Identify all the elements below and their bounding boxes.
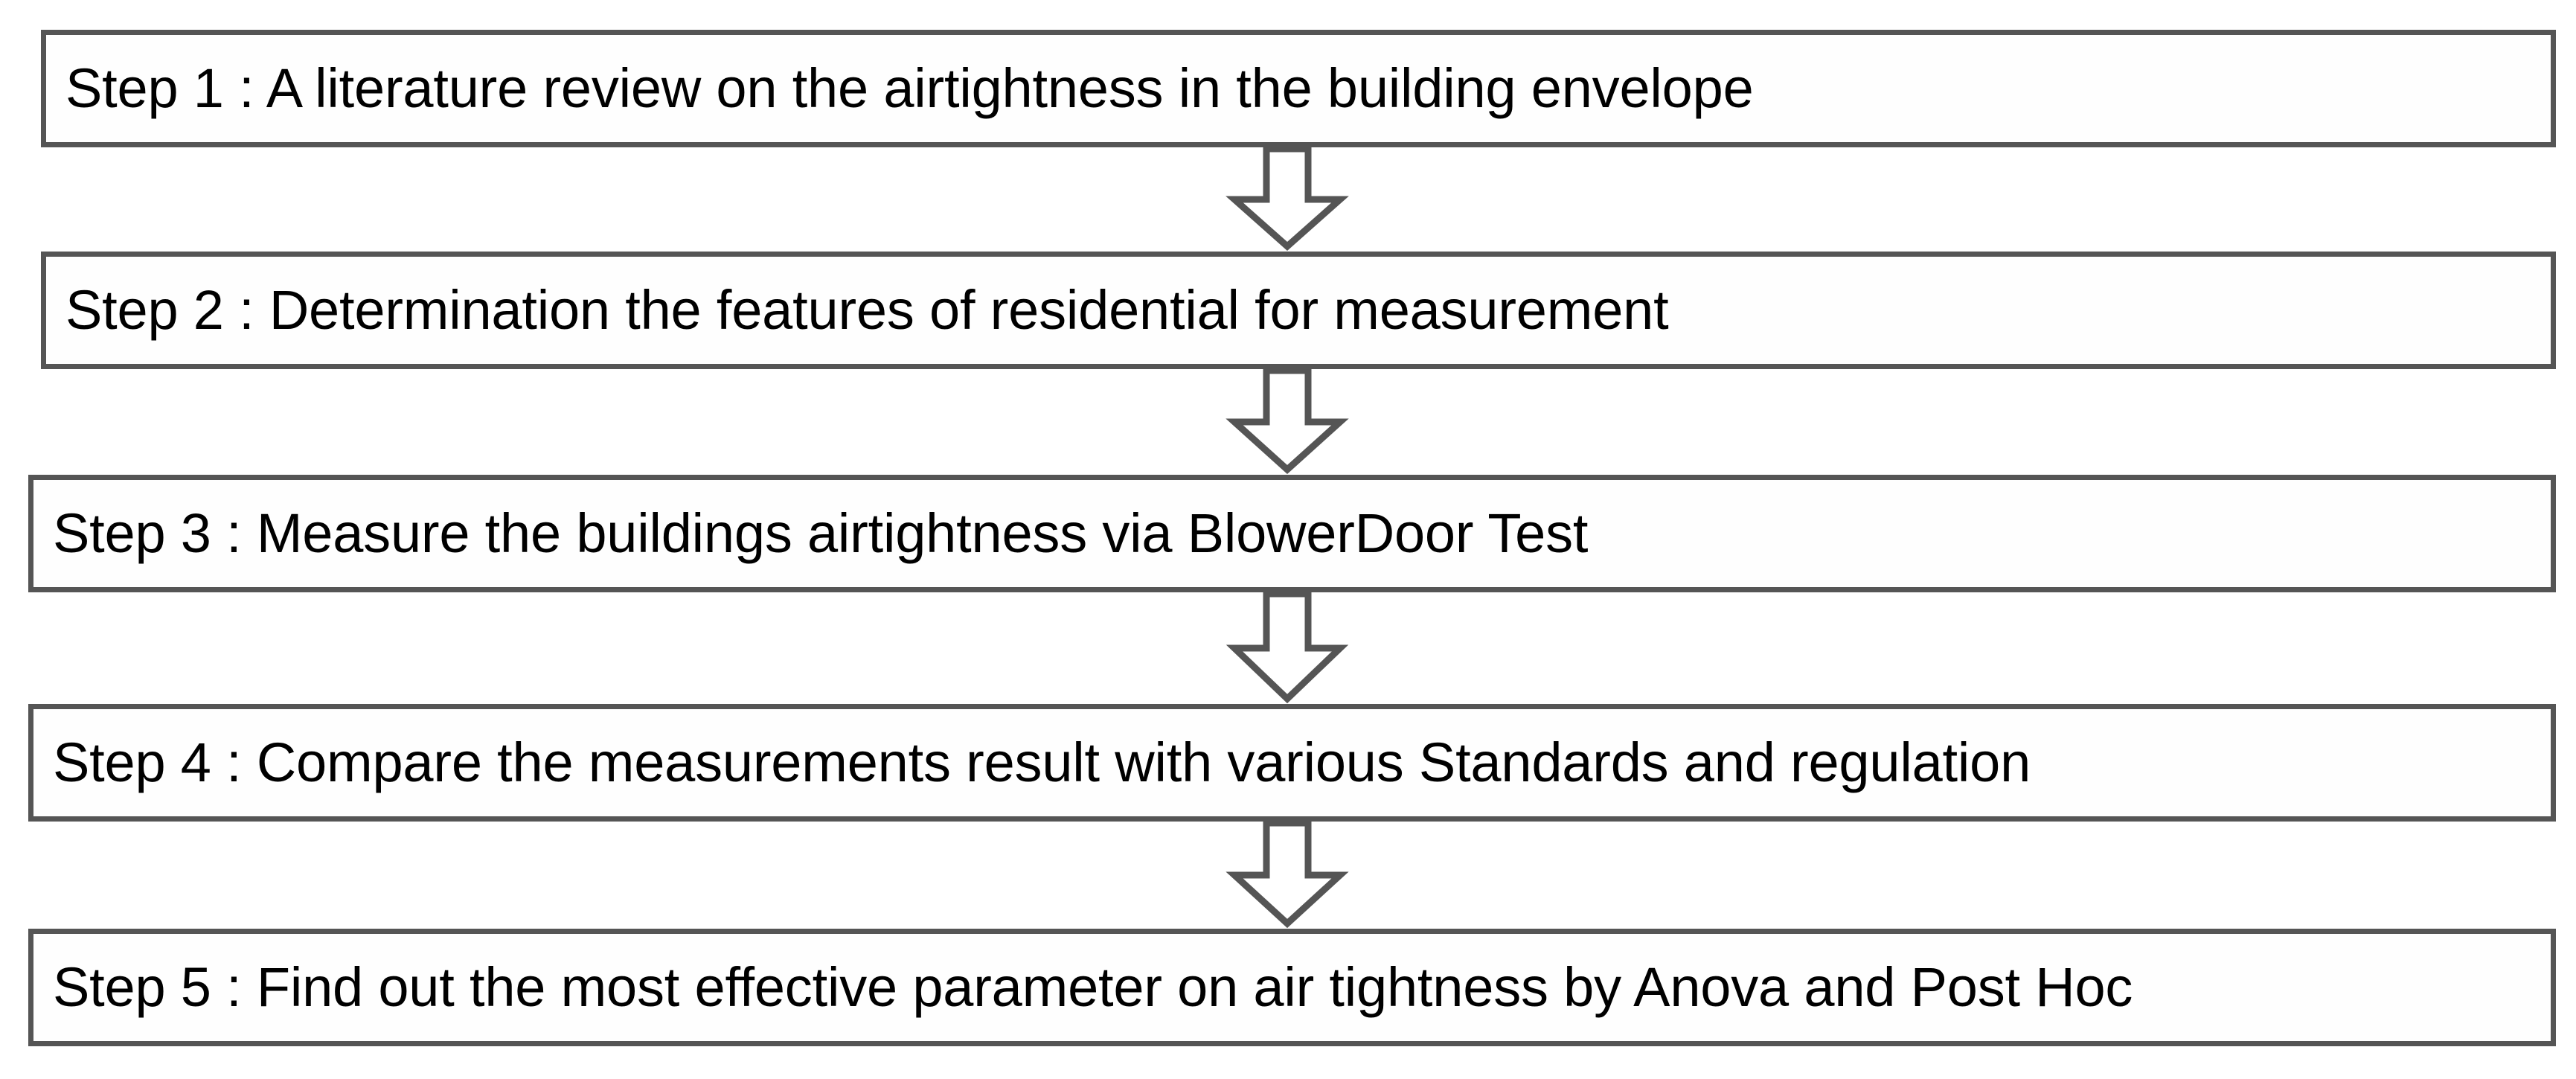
flow-step-4[interactable]: Step 4 : Compare the measurements result… (28, 704, 2556, 822)
flow-step-1-label: Step 1 : A literature review on the airt… (65, 57, 1754, 120)
flow-step-2-label: Step 2 : Determination the features of r… (65, 279, 1669, 342)
flow-step-5[interactable]: Step 5 : Find out the most effective par… (28, 929, 2556, 1046)
flow-step-4-label: Step 4 : Compare the measurements result… (53, 731, 2031, 794)
arrow-down-icon-3-to-4 (1225, 590, 1349, 704)
flow-step-2[interactable]: Step 2 : Determination the features of r… (41, 252, 2556, 369)
arrow-down-icon-4-to-5 (1225, 819, 1349, 929)
flow-step-1[interactable]: Step 1 : A literature review on the airt… (41, 30, 2556, 147)
flow-step-5-label: Step 5 : Find out the most effective par… (53, 956, 2133, 1019)
arrow-down-icon-2-to-3 (1225, 367, 1349, 475)
flow-step-3-label: Step 3 : Measure the buildings airtightn… (53, 502, 1589, 565)
arrow-down-icon-1-to-2 (1225, 145, 1349, 252)
flow-step-3[interactable]: Step 3 : Measure the buildings airtightn… (28, 475, 2556, 592)
